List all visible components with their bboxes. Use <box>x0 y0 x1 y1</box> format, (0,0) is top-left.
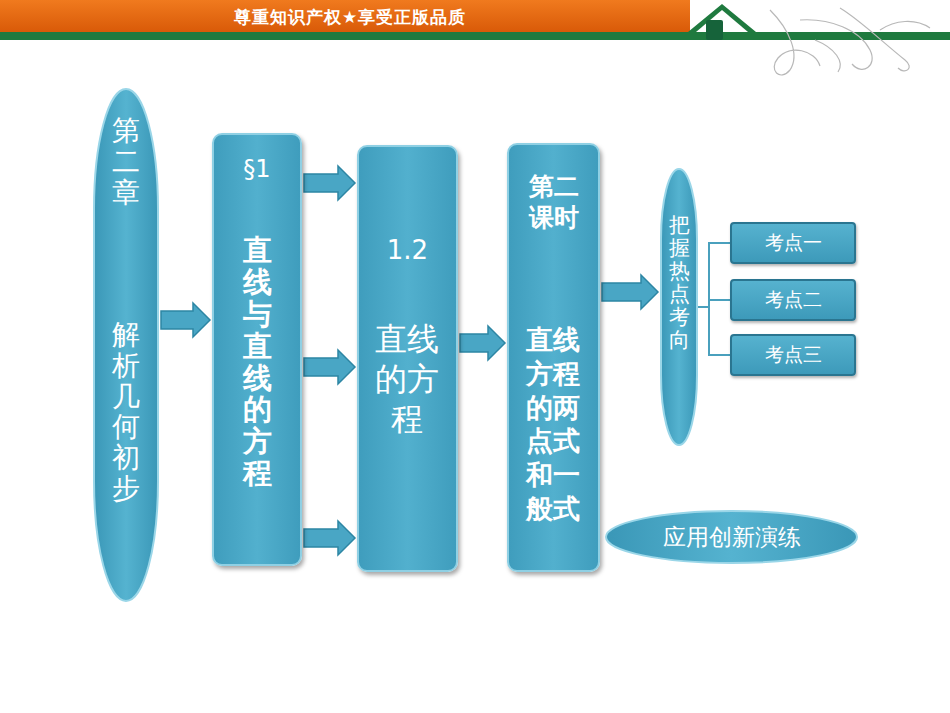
node-text: 把握热点考向 <box>669 214 690 353</box>
point-box: 考点一 <box>730 222 856 264</box>
node-text: 第二章 <box>112 116 140 208</box>
ellipse-node: 把握热点考向 <box>660 168 698 446</box>
banner-green-strip <box>0 4 950 40</box>
point-box: 考点三 <box>730 334 856 376</box>
ellipse-node: 第二章解析几何初步 <box>93 88 159 602</box>
point-box: 考点二 <box>730 279 856 321</box>
bracket-line <box>698 243 730 307</box>
ellipse-shape <box>606 511 857 563</box>
block-arrow <box>602 275 658 309</box>
bracket-line <box>698 300 730 307</box>
chapter-box: 第二课时直线方程的两点式和一般式 <box>507 143 600 572</box>
capsule-shape <box>94 89 158 601</box>
node-text: 考点一 <box>732 230 854 256</box>
banner-text: 尊重知识产权★享受正版品质 <box>150 6 550 29</box>
node-text: 考点三 <box>732 342 854 368</box>
node-text: 直线与直线的方程 <box>243 235 272 490</box>
chapter-box: §1 直线与直线的方程 <box>212 133 302 566</box>
block-arrow <box>460 326 505 360</box>
node-text: 第二课时 <box>527 171 581 234</box>
banner-bar <box>0 0 690 32</box>
ellipse-node: 应用创新演练 <box>605 510 858 564</box>
bracket-line <box>698 307 730 355</box>
block-arrow <box>304 166 355 200</box>
node-text: §1 <box>214 155 300 183</box>
node-text: 考点二 <box>732 287 854 313</box>
node-text: 直线方程的两点式和一般式 <box>524 323 582 526</box>
block-arrow <box>161 303 210 337</box>
block-arrow <box>304 521 355 555</box>
capsule-shape <box>661 169 697 445</box>
flourish <box>770 8 930 75</box>
block-arrow <box>304 350 355 384</box>
chapter-box: 1.2 直线的方程 <box>357 145 458 572</box>
house-door <box>706 20 723 40</box>
node-text: 1.2 <box>359 235 456 265</box>
node-text: 解析几何初步 <box>112 320 140 505</box>
node-text: 应用创新演练 <box>605 522 858 553</box>
node-text: 直线的方程 <box>373 319 442 439</box>
